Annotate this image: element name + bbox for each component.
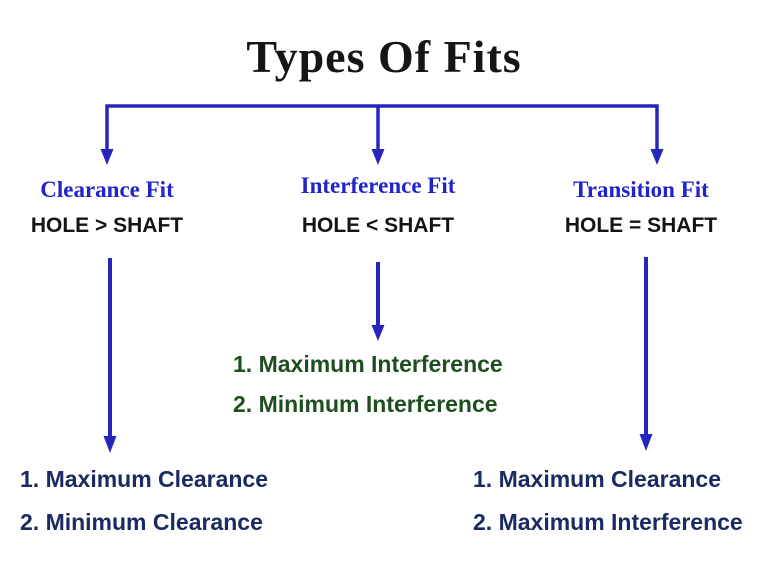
branch-clearance-fit-title: Clearance Fit <box>40 177 174 202</box>
clearance-fit-outcomes: 1. Maximum Clearance 2. Minimum Clearanc… <box>20 458 268 544</box>
arrowhead-top-right-icon <box>650 149 664 165</box>
interference-fit-relation: HOLE < SHAFT <box>301 214 455 237</box>
list-item: 1. Maximum Interference <box>233 351 503 377</box>
branch-interference-fit-title: Interference Fit <box>300 173 456 198</box>
clearance-fit-relation: HOLE > SHAFT <box>30 214 184 237</box>
list-item: 2. Maximum Interference <box>473 509 743 535</box>
transition-fit-outcomes: 1. Maximum Clearance 2. Maximum Interfer… <box>473 458 743 544</box>
arrowhead-top-middle-icon <box>371 149 385 165</box>
list-item: 1. Maximum Clearance <box>20 466 269 492</box>
branch-transition-fit-title: Transition Fit <box>573 177 709 202</box>
tree-connector-line <box>105 104 659 151</box>
arrowhead-clearance-icon <box>103 436 117 453</box>
arrowhead-top-left-icon <box>100 149 114 165</box>
list-item: 2. Minimum Clearance <box>20 509 263 535</box>
page-title: Types Of Fits <box>246 31 522 82</box>
arrowhead-transition-icon <box>639 434 653 451</box>
arrowhead-interference-icon <box>371 325 385 341</box>
list-item: 1. Maximum Clearance <box>473 466 722 492</box>
transition-fit-relation: HOLE = SHAFT <box>564 214 718 237</box>
interference-fit-outcomes: 1. Maximum Interference 2. Minimum Inter… <box>233 344 503 424</box>
list-item: 2. Minimum Interference <box>233 391 498 417</box>
